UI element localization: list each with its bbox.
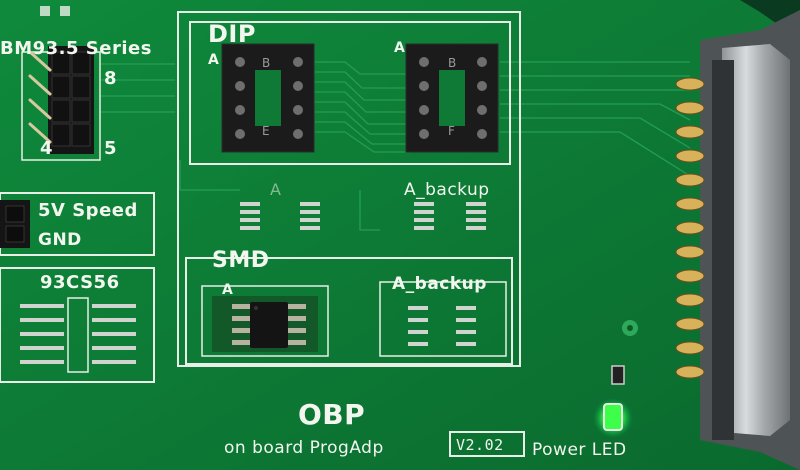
brand-label: OBP (298, 398, 366, 431)
version-label: V2.02 (456, 436, 504, 454)
smd-chip-a (212, 296, 318, 352)
dip-label-b: B (262, 56, 271, 70)
dip-label-e: E (262, 124, 271, 138)
traces (100, 61, 691, 231)
smd-upper-label-backup: A_backup (404, 180, 490, 200)
smd-upper-label-a: A (270, 180, 282, 199)
pin-header-bm93 (28, 46, 94, 154)
smd-label-a: A (222, 282, 234, 298)
speed-label: 5V Speed (38, 200, 138, 221)
pin-label-5: 5 (104, 138, 118, 159)
db25-connector (675, 10, 800, 470)
header-label: BM93.5 Series (0, 38, 152, 59)
gnd-label: GND (38, 230, 82, 250)
dip-backup-label-f: F (448, 124, 456, 138)
chip-label-93cs56: 93CS56 (40, 272, 120, 293)
power-led (593, 398, 633, 438)
dip-title: DIP (208, 20, 256, 48)
silkscreen-outlines (0, 11, 521, 383)
pin-label-8: 8 (104, 68, 118, 89)
smd-resistor (611, 365, 625, 385)
footprint-93cs56 (20, 297, 136, 373)
dip-backup-label-a: A (394, 40, 406, 56)
dip-backup-label-b: B (448, 56, 457, 70)
smd-footprint-backup (408, 306, 476, 346)
pin-label-4: 4 (40, 138, 54, 159)
pin-header-5v (0, 200, 30, 248)
smd-pads-upper (240, 202, 486, 230)
smd-label-backup: A_backup (392, 274, 487, 294)
subtitle-label: on board ProgAdp (224, 438, 384, 458)
dip-socket-a (221, 43, 315, 153)
dip-label-a: A (208, 52, 220, 68)
dip-socket-a-backup (405, 43, 499, 153)
smd-title: SMD (212, 248, 270, 273)
version-box (449, 431, 525, 457)
power-led-label: Power LED (532, 440, 627, 460)
